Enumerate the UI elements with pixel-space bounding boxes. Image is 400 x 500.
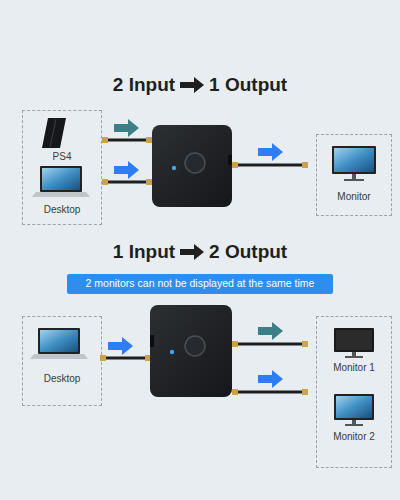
heading-text: 2 Input bbox=[113, 74, 175, 96]
device-label: Desktop bbox=[44, 204, 81, 215]
heading-text: 1 Input bbox=[113, 241, 175, 263]
laptop-icon bbox=[30, 328, 88, 359]
device-label: Monitor bbox=[337, 191, 370, 202]
switch-box bbox=[150, 305, 232, 397]
device-label: Monitor 1 bbox=[333, 362, 375, 373]
monitor-icon bbox=[332, 146, 376, 181]
device-group: Monitor 1 Monitor 2 bbox=[316, 316, 392, 468]
section-heading: 1 Input 2 Output bbox=[0, 241, 400, 263]
heading-text: 1 Output bbox=[209, 74, 287, 96]
heading-text: 2 Output bbox=[209, 241, 287, 263]
device-label: Monitor 2 bbox=[333, 431, 375, 442]
device-label: PS4 bbox=[53, 151, 72, 162]
heading-arrow bbox=[179, 243, 205, 261]
switch-box bbox=[152, 125, 232, 207]
device-group: PS4Desktop bbox=[22, 110, 102, 225]
monitor-icon bbox=[334, 394, 374, 426]
device-group: Desktop bbox=[22, 316, 102, 406]
note-banner: 2 monitors can not be displayed at the s… bbox=[67, 274, 333, 294]
monitor-icon bbox=[334, 328, 374, 358]
section-heading: 2 Input 1 Output bbox=[0, 74, 400, 96]
heading-arrow bbox=[179, 76, 205, 94]
ps4-icon bbox=[42, 118, 66, 148]
laptop-icon bbox=[32, 166, 90, 197]
device-group: Monitor bbox=[316, 134, 392, 216]
note-text: 2 monitors can not be displayed at the s… bbox=[86, 277, 315, 289]
device-label: Desktop bbox=[44, 373, 81, 384]
